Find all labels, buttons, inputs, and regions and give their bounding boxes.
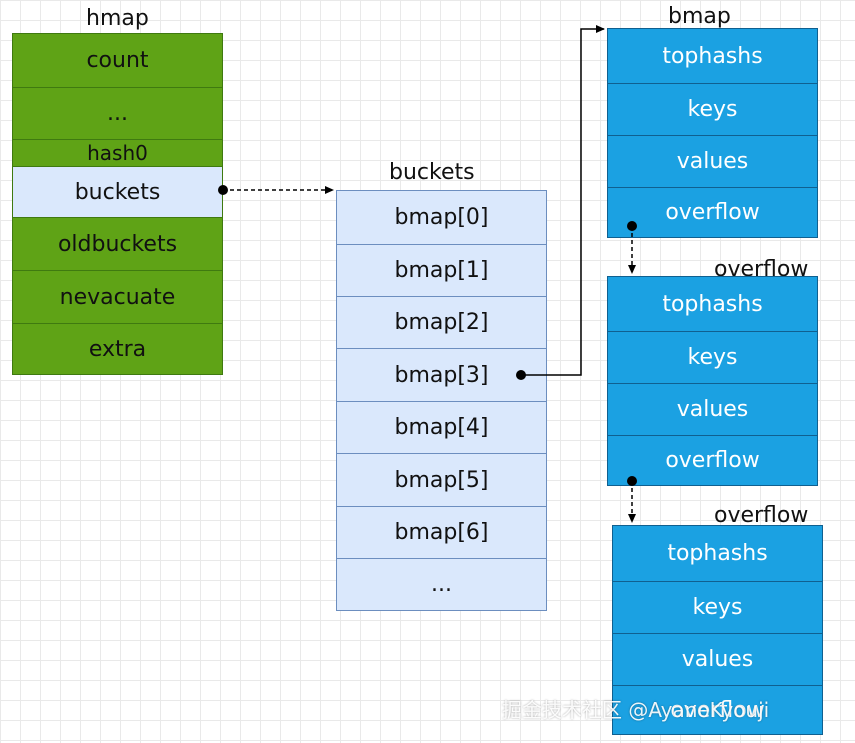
hmap-field-hash0: hash0 [13,139,222,166]
overflow-2-tophashs: tophashs [667,541,768,566]
bmap-tophashs: tophashs [662,43,763,69]
overflow-1-values: values [608,383,817,435]
overflow-title-1: overflow [714,257,809,282]
bmap-values: values [608,135,817,187]
hmap-field-extra: extra [13,323,222,374]
overflow-1-overflow: overflow [608,435,817,485]
overflow-2-overflow: overflow [613,685,822,735]
bucket-item-5: bmap[5] [337,453,546,506]
bmap-title: bmap [668,4,731,29]
bucket-item-ellipsis: ... [337,558,546,610]
buckets-title: buckets [389,160,475,185]
overflow-2-keys: keys [613,581,822,633]
hmap-field-count: count [86,48,149,73]
bucket-item-2: bmap[2] [337,296,546,348]
overflow-title-2: overflow [714,503,809,528]
hmap-field-ellipsis: ... [13,87,222,139]
buckets-array: bmap[0] bmap[1] bmap[2] bmap[3] bmap[4] … [336,190,547,611]
bucket-item-3: bmap[3] [337,348,546,401]
bucket-item-1: bmap[1] [337,244,546,296]
overflow-2-values: values [613,633,822,685]
bmap-struct: tophashs keys values overflow [607,28,818,238]
overflow-bmap-1: tophashs keys values overflow [607,276,818,486]
hmap-title: hmap [86,6,149,31]
hmap-struct: count ... hash0 buckets oldbuckets nevac… [12,33,223,375]
bmap-keys: keys [608,83,817,135]
overflow-bmap-2: tophashs keys values overflow [612,525,823,735]
hmap-field-buckets: buckets [13,166,222,217]
bucket-item-0: bmap[0] [394,205,489,230]
bucket-item-4: bmap[4] [337,401,546,453]
buckets-pointer-arrow [218,185,334,195]
bucket-item-6: bmap[6] [337,506,546,558]
bmap-overflow: overflow [608,187,817,237]
watermark: 掘金技术社区 @AyanoKyouji [502,698,770,722]
hmap-field-oldbuckets: oldbuckets [13,217,222,270]
overflow-1-keys: keys [608,331,817,383]
hmap-field-nevacuate: nevacuate [13,270,222,323]
overflow-1-tophashs: tophashs [662,291,763,317]
